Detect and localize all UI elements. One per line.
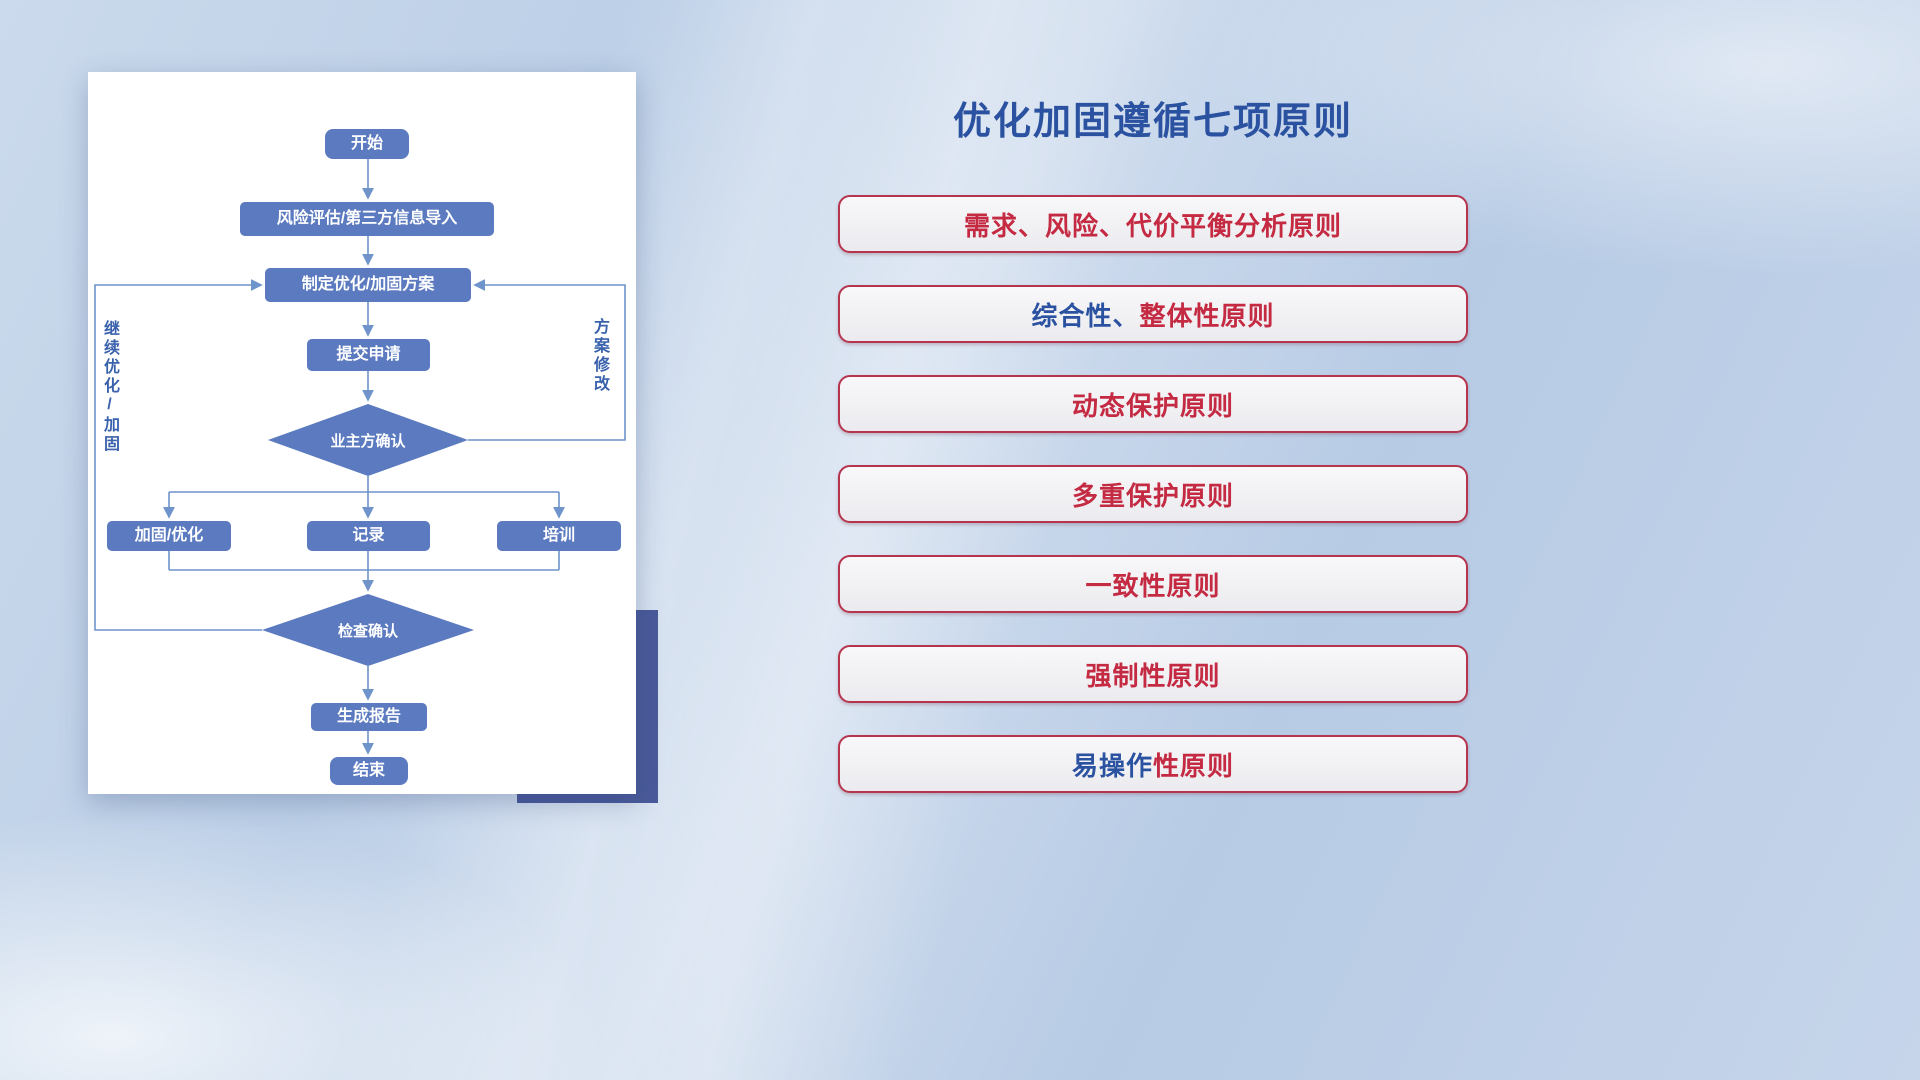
node-owner-confirm-label: 业主方确认 — [330, 432, 406, 450]
principle-pill-2: 综合性、整体性原则 — [838, 285, 1468, 343]
principle-pill-6: 强制性原则 — [838, 645, 1468, 703]
principle-7-red-text: 性原则 — [1153, 750, 1235, 781]
flowchart-connectors — [94, 159, 626, 755]
node-submit-application: 提交申请 — [307, 339, 430, 371]
label-continue-loop: 继续优化/加固 — [101, 320, 118, 454]
label-plan-revision: 方案修改 — [591, 318, 608, 394]
node-harden-optimize: 加固/优化 — [107, 521, 231, 551]
node-check-confirm-label: 检查确认 — [337, 622, 398, 640]
flowchart-card: 开始 风险评估/第三方信息导入 制定优化/加固方案 提交申请 业主方确认 加固/… — [88, 72, 636, 794]
principle-pill-7: 易操作性原则 — [838, 735, 1468, 793]
check-confirm-diamond — [262, 594, 474, 666]
principle-6-red-text: 强制性原则 — [1085, 660, 1221, 691]
principle-4-red-text: 多重保护原则 — [1071, 480, 1234, 511]
principle-2-blue-text: 综合性、 — [1031, 300, 1140, 331]
principles-panel: 优化加固遵循七项原则 需求、风险、代价平衡分析原则 综合性、整体性原则 动态保护… — [838, 90, 1468, 793]
principle-1-red-text: 需求、风险、代价平衡分析原则 — [963, 210, 1342, 241]
principle-pill-5: 一致性原则 — [838, 555, 1468, 613]
owner-confirm-diamond — [268, 404, 468, 476]
node-start: 开始 — [325, 129, 409, 159]
node-end: 结束 — [330, 757, 408, 785]
principle-2-red-text: 整体性原则 — [1139, 300, 1275, 331]
principle-pill-3: 动态保护原则 — [838, 375, 1468, 433]
node-training: 培训 — [497, 521, 621, 551]
edge-plan-revision-loop — [468, 279, 626, 441]
principle-7-blue-text: 易操作 — [1071, 750, 1153, 781]
principle-pill-4: 多重保护原则 — [838, 465, 1468, 523]
node-risk-import: 风险评估/第三方信息导入 — [240, 202, 494, 236]
page-title: 优化加固遵循七项原则 — [952, 101, 1353, 143]
node-record: 记录 — [307, 521, 430, 551]
principle-5-red-text: 一致性原则 — [1085, 570, 1221, 601]
node-make-plan: 制定优化/加固方案 — [265, 268, 471, 302]
principles-list: 需求、风险、代价平衡分析原则 综合性、整体性原则 动态保护原则 多重保护原则 一… — [838, 195, 1468, 793]
principle-pill-1: 需求、风险、代价平衡分析原则 — [838, 195, 1468, 253]
node-generate-report: 生成报告 — [311, 703, 427, 731]
principle-3-red-text: 动态保护原则 — [1071, 390, 1234, 421]
edge-continue-loop — [94, 279, 263, 631]
